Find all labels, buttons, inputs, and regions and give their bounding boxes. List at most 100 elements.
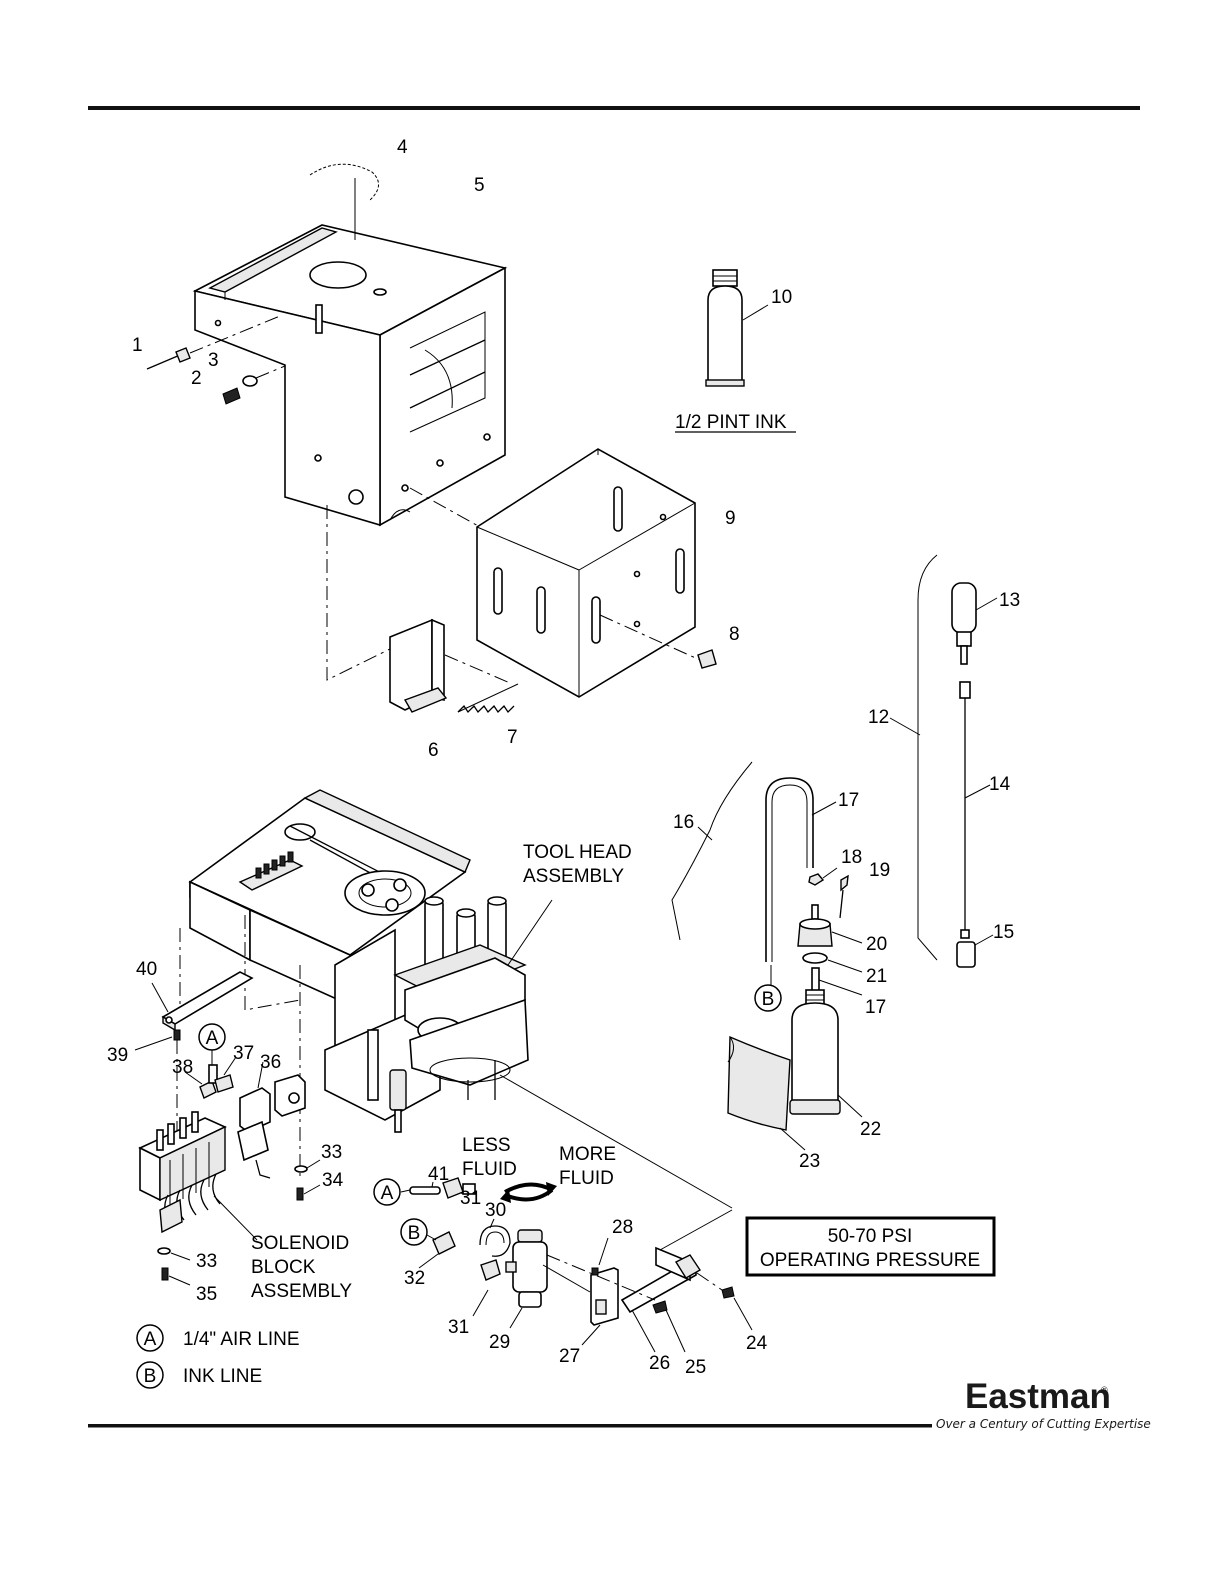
bracket-part-9	[476, 448, 696, 698]
callout-17-lower: 17	[865, 997, 886, 1018]
callout-35: 35	[196, 1284, 217, 1305]
bracket-part-6	[389, 618, 448, 713]
marker-a-valve: A	[373, 1178, 401, 1206]
legend-item-ink-line: B INK LINE	[136, 1361, 262, 1389]
adjust-direction-arrows	[500, 1182, 557, 1203]
knob-part-13	[951, 582, 998, 665]
brand-name: Eastman	[965, 1377, 1111, 1416]
callout-1: 1	[132, 335, 143, 356]
callout-33-upper: 33	[321, 1142, 342, 1163]
screw-part-39	[134, 1029, 181, 1145]
washer-part-33b	[157, 1247, 191, 1261]
alignment-line	[409, 487, 481, 528]
screw-part-34	[296, 1184, 321, 1201]
callout-6: 6	[428, 740, 439, 761]
fitting-part-38	[184, 1071, 217, 1099]
solenoid-label-line2: BLOCK	[251, 1257, 316, 1278]
callout-2: 2	[191, 368, 202, 389]
bracket-part-27	[581, 1267, 619, 1346]
bottom-rule	[88, 1424, 932, 1428]
alignment-line	[546, 1254, 656, 1301]
marker-a-letter: A	[381, 1183, 394, 1204]
marker-b-ink-line-tank: B	[754, 984, 782, 1012]
alignment-line	[244, 915, 301, 1011]
valve-part-29	[505, 1229, 591, 1329]
callout-32: 32	[404, 1268, 425, 1289]
solenoid-label-line1: SOLENOID	[251, 1233, 349, 1254]
legend-item-air-line: A 1/4" AIR LINE	[136, 1324, 300, 1352]
more-fluid-label-line1: MORE	[559, 1144, 616, 1165]
callout-29: 29	[489, 1332, 510, 1353]
callout-23: 23	[799, 1151, 820, 1172]
callout-26: 26	[649, 1353, 670, 1374]
callout-19: 19	[869, 860, 890, 881]
callout-14: 14	[989, 774, 1011, 795]
callout-40: 40	[136, 959, 157, 980]
washer-part-33	[294, 1159, 321, 1173]
callout-20: 20	[866, 934, 887, 955]
leader-16	[697, 826, 713, 841]
screw-part-24	[696, 1272, 753, 1331]
callout-13: 13	[999, 590, 1020, 611]
tube-part-17	[765, 777, 837, 985]
tool-head-assembly	[188, 789, 733, 1209]
operating-pressure-box: 50-70 PSI OPERATING PRESSURE	[745, 1216, 996, 1277]
fitting-part-32	[418, 1231, 456, 1269]
pint-ink-label: 1/2 PINT INK	[675, 412, 787, 433]
callout-numbers: 1 2 3 4 5 6 7 8 9 10 12 13 14 15 16 17 1…	[107, 137, 1020, 1378]
bracket-line-12	[917, 554, 938, 961]
screw-part-25	[652, 1300, 686, 1353]
cap-part-20	[797, 904, 863, 947]
fitting-part-37	[208, 1056, 237, 1093]
legend-marker: A	[144, 1329, 157, 1350]
washer-part-3	[242, 375, 258, 387]
pressure-value: 50-70 PSI	[828, 1226, 913, 1247]
bracket-line-16	[671, 761, 753, 941]
bar-part-40	[151, 971, 254, 1032]
marker-b-letter: B	[762, 989, 775, 1010]
callout-9: 9	[725, 508, 736, 529]
solenoid-label-line3: ASSEMBLY	[251, 1281, 352, 1302]
legend-text: 1/4" AIR LINE	[183, 1329, 300, 1350]
marker-b-letter: B	[408, 1223, 421, 1244]
callout-30: 30	[485, 1200, 506, 1221]
ink-bottle-part-10	[675, 269, 796, 433]
screw-part-8	[599, 614, 717, 669]
top-rule	[88, 106, 1140, 110]
fitting-part-18	[808, 867, 838, 886]
marker-b-valve: B	[400, 1218, 437, 1246]
more-fluid-label-line2: FLUID	[559, 1168, 614, 1189]
pressure-caption: OPERATING PRESSURE	[760, 1250, 980, 1271]
callout-21: 21	[866, 966, 887, 987]
legend: A 1/4" AIR LINE B INK LINE	[136, 1324, 300, 1389]
callout-27: 27	[559, 1346, 580, 1367]
callout-41: 41	[428, 1164, 449, 1185]
tank-part-22	[789, 989, 863, 1118]
callout-18: 18	[841, 847, 862, 868]
shield-part-23	[727, 1035, 806, 1151]
callout-31-lower: 31	[448, 1317, 469, 1338]
callout-5: 5	[474, 175, 485, 196]
callout-36: 36	[260, 1052, 281, 1073]
callout-25: 25	[685, 1357, 706, 1378]
bracket-part-36b	[274, 1074, 306, 1117]
callout-38: 38	[172, 1057, 193, 1078]
less-fluid-label-line2: FLUID	[462, 1159, 517, 1180]
callout-8: 8	[729, 624, 740, 645]
callout-37: 37	[233, 1043, 254, 1064]
tool-head-label-line1: TOOL HEAD	[523, 842, 632, 863]
tool-head-label-line2: ASSEMBLY	[523, 866, 624, 887]
callout-28: 28	[612, 1217, 633, 1238]
screw-part-28	[591, 1237, 609, 1276]
callout-16: 16	[673, 812, 694, 833]
clip-part-19	[839, 874, 849, 919]
callout-22: 22	[860, 1119, 881, 1140]
leader-12	[889, 717, 921, 736]
callout-3: 3	[208, 350, 219, 371]
leader-tool-head	[507, 899, 553, 966]
callout-34: 34	[322, 1170, 344, 1191]
callout-17: 17	[838, 790, 859, 811]
callout-12: 12	[868, 707, 889, 728]
